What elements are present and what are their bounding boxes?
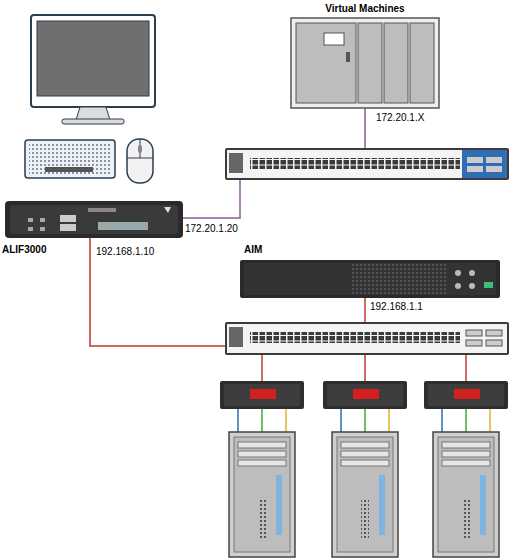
- tower-vent: [361, 500, 369, 540]
- tower-pc: [433, 432, 499, 557]
- drive-bay: [341, 460, 389, 466]
- cable: [441, 409, 443, 433]
- drive-bay: [238, 460, 286, 466]
- extender-display: [454, 389, 480, 399]
- drive-bay: [442, 460, 490, 466]
- tower-light: [379, 475, 385, 535]
- alif-device: [5, 201, 183, 238]
- extender: [424, 381, 508, 409]
- server-rack: [291, 18, 439, 108]
- extender: [323, 381, 407, 409]
- extender-display: [353, 389, 379, 399]
- mouse: [127, 139, 153, 183]
- cable: [465, 409, 467, 433]
- tower-panel: [438, 437, 494, 552]
- cable: [388, 409, 390, 433]
- extender-face: [428, 384, 504, 406]
- device-label: ALIF3000: [2, 244, 46, 256]
- node-label: ALIF3000: [2, 244, 46, 256]
- network-switch: [225, 322, 509, 355]
- cable: [340, 409, 342, 433]
- ip-address: 192.168.1.1: [369, 301, 424, 313]
- tower-pc: [332, 432, 398, 557]
- tower-pc: [229, 432, 295, 557]
- monitor: [31, 15, 155, 124]
- cable: [237, 409, 239, 433]
- tower-panel: [234, 437, 290, 552]
- extender-face: [327, 384, 403, 406]
- drive-bay: [341, 442, 389, 448]
- node-label: AIM: [244, 244, 262, 256]
- tower-vent: [462, 500, 470, 540]
- tower-light: [480, 475, 486, 535]
- device-label: AIM: [244, 244, 262, 256]
- cable: [261, 409, 263, 433]
- extender-face: [224, 384, 300, 406]
- tower-vent: [258, 500, 266, 540]
- cable: [364, 409, 366, 433]
- aim-device: [240, 260, 500, 298]
- drive-bay: [238, 451, 286, 457]
- tower-panel: [337, 437, 393, 552]
- node-label: Virtual Machines: [325, 3, 404, 15]
- extender-display: [250, 389, 276, 399]
- cable: [489, 409, 491, 433]
- cable: [285, 409, 287, 433]
- drive-bay: [442, 451, 490, 457]
- tower-light: [276, 475, 282, 535]
- network-switch: [225, 148, 509, 180]
- drive-bay: [442, 442, 490, 448]
- extender: [220, 381, 304, 409]
- workstations: [220, 381, 508, 557]
- drive-bay: [341, 451, 389, 457]
- drive-bay: [238, 442, 286, 448]
- server-label: Virtual Machines: [325, 3, 404, 15]
- ip-address: 172.20.1.X: [375, 112, 425, 124]
- keyboard: [25, 140, 115, 178]
- ip-address: 172.20.1.20: [184, 223, 239, 235]
- ip-address: 192.168.1.10: [95, 246, 155, 258]
